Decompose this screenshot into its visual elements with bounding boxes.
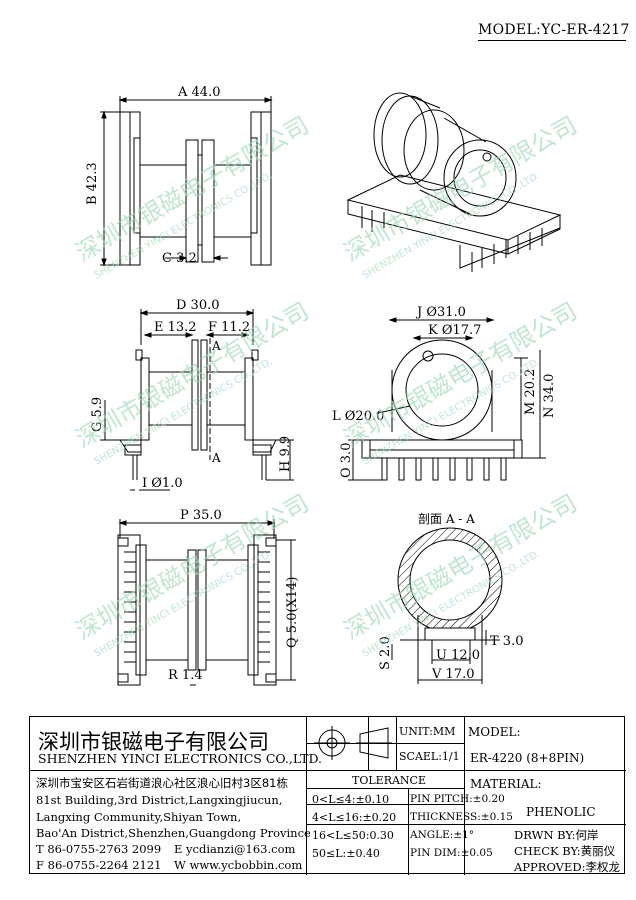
watermark-1: 深圳市银磁电子有限公司 SHENZHEN YINCI ELECTRONICS C… — [71, 111, 314, 282]
material-value: PHENOLIC — [526, 805, 596, 819]
tol-right-4: PIN DIM:±0.05 — [410, 847, 493, 859]
address-line-2: 81st Building,3rd District,Langxingjiucu… — [36, 793, 283, 807]
dim-t-label: T 3.0 — [490, 634, 523, 649]
address-line-1: 深圳市宝安区石岩街道浪心社区浪心旧村3区81栋 — [36, 776, 288, 790]
dim-d-label: D 30.0 — [176, 298, 220, 313]
dim-c-label: C 3.2 — [162, 251, 197, 266]
isometric-view — [346, 92, 562, 272]
web: W www.ycbobbin.com — [174, 858, 303, 872]
email: E ycdianzi@163.com — [174, 842, 296, 856]
dim-v-label: V 17.0 — [431, 667, 474, 682]
title-block: 深圳市银磁电子有限公司 SHENZHEN YINCI ELECTRONICS C… — [29, 716, 626, 875]
tol-left-2: 4<L≤16:±0.20 — [312, 811, 397, 824]
bottom-left-view — [117, 519, 296, 686]
mid-left-view — [100, 309, 294, 491]
comb-teeth-left — [124, 551, 136, 663]
dim-f-label: F 11.2 — [208, 320, 250, 335]
drawn-by: DRWN BY:何岸 — [514, 828, 599, 842]
drawing-area: A 44.0 B 42.3 C 3.2 — [71, 85, 582, 686]
svg-text:深圳市银磁电子有限公司: 深圳市银磁电子有限公司 — [71, 111, 314, 267]
comb-teeth-right — [258, 551, 270, 663]
section-mark-bottom: A — [211, 451, 221, 465]
dim-s-label: S 2.0 — [378, 636, 393, 670]
section-title: 剖面 A - A — [418, 512, 475, 526]
dim-i-label: I Ø1.0 — [142, 476, 183, 491]
scale-label: SCAEL:1/1 — [399, 750, 460, 763]
address-line-4: Bao'An District,Shenzhen,Guangdong Provi… — [36, 826, 311, 840]
tol-right-3: ANGLE:±1° — [410, 829, 475, 841]
tol-right-2: THICKNESS:±0.15 — [410, 811, 513, 823]
model-label: MODEL: — [468, 725, 521, 739]
tol-right-1: PIN PITCH:±0.20 — [410, 793, 505, 805]
mid-right-view — [348, 317, 546, 481]
tolerance-label: TOLERANCE — [352, 774, 426, 787]
dim-k-label: K Ø17.7 — [428, 323, 481, 338]
approved-by: APPROVED:李权龙 — [514, 860, 620, 874]
tol-left-3: 16<L≤50:0.30 — [312, 829, 394, 842]
dim-b-label: B 42.3 — [85, 162, 100, 205]
phone: T 86-0755-2763 2099 — [36, 842, 162, 856]
dim-u-label: U 12.0 — [436, 648, 480, 663]
unit-label: UNIT:MM — [399, 725, 456, 738]
section-mark-top: A — [211, 339, 221, 353]
section-view — [391, 527, 503, 684]
svg-text:深圳市银磁电子有限公司: 深圳市银磁电子有限公司 — [339, 111, 582, 267]
company-name-cn: 深圳市银磁电子有限公司 — [38, 730, 269, 754]
watermark-2: 深圳市银磁电子有限公司 SHENZHEN YINCI ELECTRONICS C… — [339, 111, 582, 282]
top-left-view — [100, 96, 273, 267]
address-line-3: Langxing Community,Shiyan Town, — [36, 810, 242, 824]
projection-symbol-icon — [314, 726, 392, 760]
check-by: CHECK BY:黄丽仪 — [514, 844, 616, 858]
dim-q-label: Q 5.0(X14) — [285, 577, 300, 648]
dim-j-label: J Ø31.0 — [415, 305, 466, 320]
fax: F 86-0755-2264 2121 — [36, 858, 162, 872]
tol-left-1: 0<L≤4:±0.10 — [312, 793, 390, 806]
dim-p-label: P 35.0 — [180, 508, 222, 523]
dim-g-label: G 5.9 — [90, 397, 105, 432]
dim-n-label: N 34.0 — [542, 374, 557, 418]
dim-l-label: L Ø20.0 — [332, 409, 384, 424]
dim-a-label: A 44.0 — [177, 85, 220, 100]
model-value: ER-4220 (8+8PIN) — [470, 751, 585, 765]
dim-m-label: M 20.2 — [523, 369, 538, 415]
tol-left-4: 50≤L:±0.40 — [312, 847, 380, 860]
material-label: MATERIAL: — [470, 777, 542, 791]
header-underline — [478, 40, 626, 41]
model-header: MODEL:YC-ER-4217 — [478, 22, 630, 38]
company-name-en: SHENZHEN YINCI ELECTRONICS CO.,LTD. — [38, 751, 323, 766]
dim-r-label: R 1.4 — [168, 668, 203, 683]
dim-e-label: E 13.2 — [154, 320, 197, 335]
dim-o-label: O 3.0 — [339, 443, 354, 478]
dim-h-label: H 9.9 — [278, 436, 293, 472]
